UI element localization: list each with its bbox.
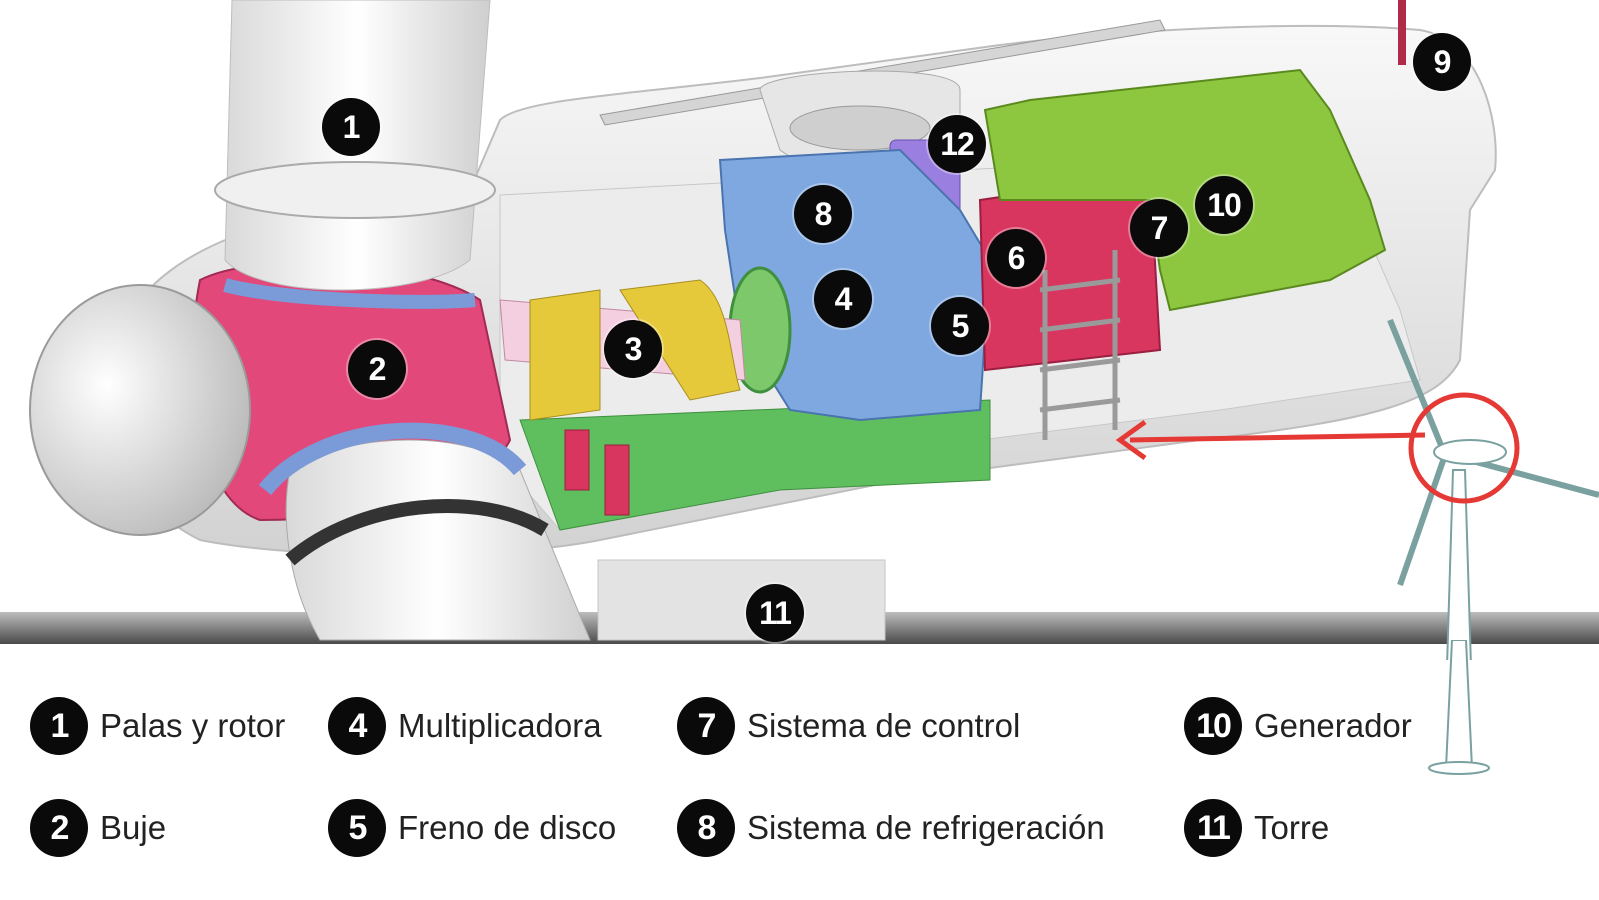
marker-11: 11: [746, 584, 804, 642]
blade-top-root: [214, 161, 496, 219]
legend-badge: 10: [1184, 697, 1242, 755]
bearing-front: [529, 289, 601, 421]
legend-badge: 1: [30, 697, 88, 755]
legend-item-buje: 2 Buje: [30, 798, 166, 858]
legend-label: Freno de disco: [398, 809, 617, 846]
pointer-arrow-line: [1129, 432, 1426, 443]
legend-badge: 2: [30, 799, 88, 857]
anemometer-mast: [1398, 0, 1406, 65]
marker-4: 4: [814, 270, 872, 328]
legend-label: Buje: [100, 809, 167, 846]
legend-badge: 8: [677, 799, 735, 857]
small-turbine-tower: [1446, 469, 1472, 660]
legend-item-palas-y-rotor: 1 Palas y rotor: [30, 696, 285, 756]
legend-item-generador: 10 Generador: [1184, 696, 1412, 756]
legend-label: Sistema de control: [747, 707, 1021, 744]
marker-10: 10: [1195, 176, 1253, 234]
highlight-circle: [1408, 392, 1520, 504]
legend-label: Generador: [1254, 707, 1412, 744]
tower: [597, 559, 886, 641]
blade-lower-collar: [285, 499, 549, 566]
legend-label: Torre: [1254, 809, 1330, 846]
legend-label: Palas y rotor: [100, 707, 286, 744]
marker-3: 3: [604, 320, 662, 378]
ladder: [1039, 250, 1121, 440]
wind-turbine-nacelle-illustration: [0, 0, 1599, 660]
marker-7: 7: [1130, 199, 1188, 257]
marker-5: 5: [931, 297, 989, 355]
legend-badge: 7: [677, 697, 735, 755]
small-turbine-tower-extension: [1428, 640, 1490, 775]
nose-cone: [29, 284, 251, 536]
pedestal-2: [604, 444, 630, 516]
marker-2: 2: [348, 340, 406, 398]
legend-badge: 11: [1184, 799, 1242, 857]
generator: [983, 68, 1387, 312]
cooling-funnel-mouth: [789, 105, 931, 151]
marker-6: 6: [987, 229, 1045, 287]
legend-item-sistema-de-control: 7 Sistema de control: [677, 696, 1020, 756]
legend-label: Multiplicadora: [398, 707, 602, 744]
small-turbine-nacelle: [1433, 439, 1507, 465]
legend-item-torre: 11 Torre: [1184, 798, 1329, 858]
bearing-rear: [619, 279, 741, 401]
pitch-ring: [223, 278, 476, 309]
legend-badge: 5: [328, 799, 386, 857]
marker-12: 12: [928, 115, 986, 173]
legend-item-multiplicadora: 4 Multiplicadora: [328, 696, 602, 756]
small-turbine-blade-down: [1397, 454, 1448, 586]
legend-label: Sistema de refrigeración: [747, 809, 1105, 846]
marker-8: 8: [794, 185, 852, 243]
legend-item-sistema-de-refrigeracion: 8 Sistema de refrigeración: [677, 798, 1105, 858]
pointer-arrow-head: [1115, 419, 1147, 461]
small-turbine-inset: [1387, 318, 1599, 660]
marker-1: 1: [322, 98, 380, 156]
legend-item-freno-de-disco: 5 Freno de disco: [328, 798, 616, 858]
blade-lower-ring: [258, 422, 527, 496]
legend-badge: 4: [328, 697, 386, 755]
small-turbine-blade-up: [1387, 318, 1448, 457]
marker-9: 9: [1413, 33, 1471, 91]
main-frame: [519, 399, 991, 531]
pedestal-1: [564, 429, 590, 491]
